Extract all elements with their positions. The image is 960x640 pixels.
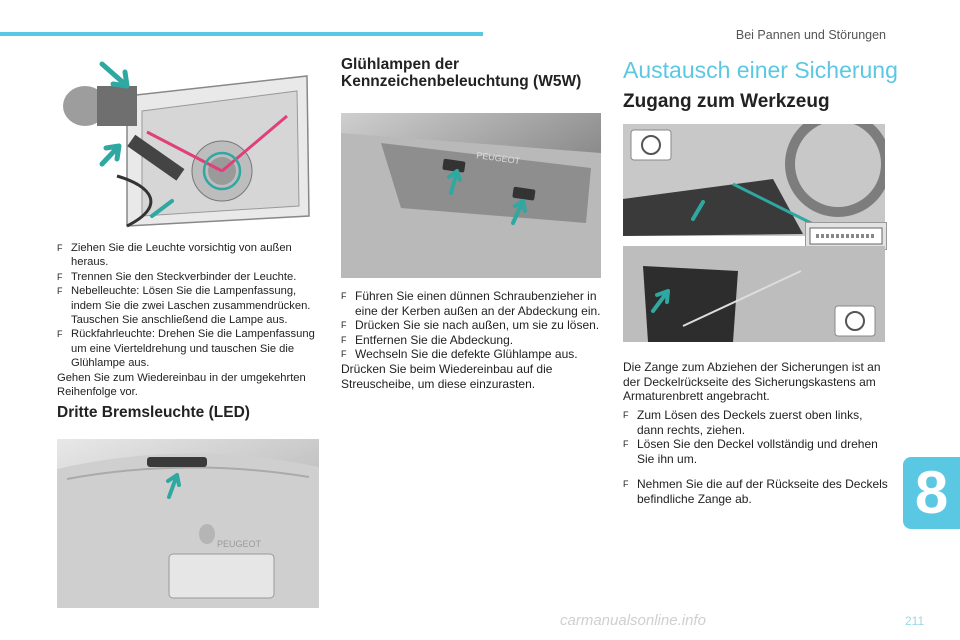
section-subtitle: Zugang zum Werkzeug (623, 91, 830, 112)
brand-lettering: PEUGEOT (217, 539, 262, 549)
fuse-tool-intro: Die Zange zum Abziehen der Sicherungen i… (623, 360, 881, 404)
bullet-marker-icon: F (341, 334, 347, 345)
chapter-title: Bei Pannen und Störungen (735, 28, 886, 42)
bullet-marker-icon: F (57, 329, 63, 340)
bullet-marker-icon: F (623, 410, 629, 420)
bullet-marker-icon: F (341, 320, 347, 331)
brake-light-heading: Dritte Bremsleuchte (LED) (57, 404, 250, 421)
plate-light-heading: Glühlampen der Kennzeichenbeleuchtung (W… (341, 56, 582, 90)
bullet-marker-icon: F (623, 439, 629, 450)
fuse-box-photo (623, 246, 885, 342)
bullet-marker-icon: F (57, 286, 63, 297)
plate-light-photo: PEUGEOT (341, 113, 601, 278)
fuse-lid-detail (805, 222, 887, 250)
reassembly-note: Drücken Sie beim Wiedereinbau auf die St… (341, 361, 553, 391)
tailgate-photo: PEUGEOT (57, 439, 319, 608)
bullet-marker-icon: F (623, 479, 629, 489)
watermark: carmanualsonline.info (560, 612, 706, 629)
reassembly-note: Gehen Sie zum Wiedereinbau in der umgeke… (57, 371, 306, 399)
bullet-marker-icon: F (341, 291, 347, 301)
dashboard-photo (623, 124, 885, 236)
bullet-marker-icon: F (57, 271, 63, 282)
bullet-marker-icon: F (341, 349, 347, 360)
rear-light-illustration (57, 56, 319, 234)
bullet-marker-icon: F (57, 243, 63, 253)
page-number: 211 (905, 614, 925, 628)
section-title: Austausch einer Sicherung (623, 57, 898, 83)
header-accent-bar (0, 32, 483, 36)
chapter-tab: 8 (903, 457, 960, 529)
